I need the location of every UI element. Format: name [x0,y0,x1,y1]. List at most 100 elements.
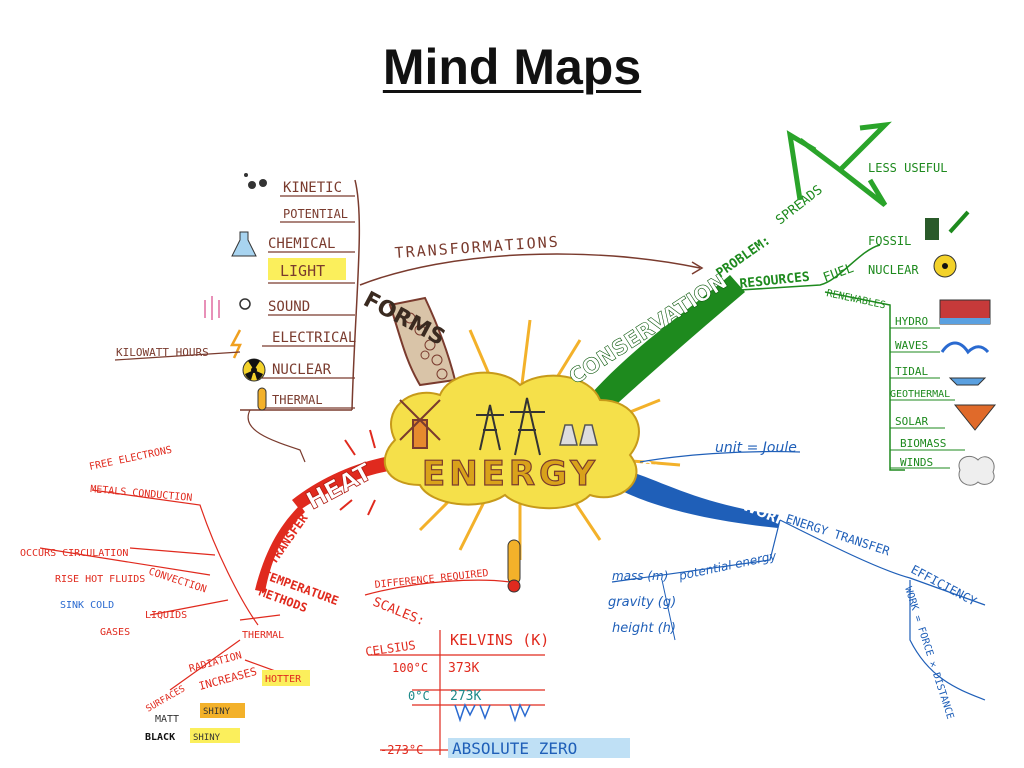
resources-label: RESOURCES [739,270,811,292]
difference-required-label: DIFFERENCE REQUIRED [374,568,489,591]
work-line [909,580,986,701]
slide-title: Mind Maps [382,39,642,95]
capacity-branch [620,470,780,528]
energy-label: ENERGY [422,454,599,494]
renewable-item-biomass: BIOMASS [900,437,946,450]
forms-item-lines [262,195,355,409]
gases-label: GASES [100,627,130,638]
heat-label: HEAT [302,458,377,516]
nuclear-icon [242,358,266,382]
shiny-label: SHINY [203,707,231,717]
black-label: BLACK [145,732,175,743]
fossil-label: FOSSIL [868,234,911,248]
pylon-icon [476,397,545,456]
power-station-icon [559,424,598,446]
forms-item-potential: POTENTIAL [283,207,348,221]
hotter-label: HOTTER [265,674,302,685]
thermal-label: THERMAL [242,630,284,641]
renewables-label: RENEWABLES [825,288,886,311]
resources-line [739,244,881,291]
forms-bracket [240,179,361,411]
matt-label: MATT [155,714,179,725]
renewable-item-geothermal: GEOTHERMAL [890,389,950,400]
mass-label: mass (m) [612,569,668,583]
forms-item-nuclear: NUCLEAR [272,362,332,378]
efficiency-label: EFFICIENCY [909,562,980,609]
geothermal-icon [953,404,997,431]
kilowatt-hours-label: KILOWATT HOURS [116,346,209,359]
mgh-bracket [661,579,676,641]
height-label: height (h) [612,621,676,636]
kilowatt-line [114,351,241,361]
fuel-label: FUEL [821,261,856,286]
renewable-item-hydro: HYDRO [895,315,928,328]
spreads-arrows [786,121,892,207]
thermometer-icon [507,539,521,593]
potential-line [611,519,781,583]
hotter-highlight [262,670,310,686]
thermal-thermometer-icon [257,387,267,411]
free-electrons-label: FREE ELECTRONS [88,445,173,473]
forms-item-sound: SOUND [268,299,310,315]
fossil-fuel-icon [925,210,970,240]
kelvins-label: KELVINS (K) [450,631,549,649]
gravity-label: gravity (g) [608,595,676,610]
heat-methods-tree [39,489,301,691]
forms-item-chemical: CHEMICAL [268,236,335,252]
forms-item-electrical: ELECTRICAL [272,330,356,346]
absolute-zero-highlight [448,738,630,758]
scales-axis [368,630,545,755]
scales-label: SCALES: [371,595,427,629]
windmill-icon [399,399,441,449]
surfaces-label: SURFACES [145,684,188,714]
forms-item-light: LIGHT [280,262,325,280]
difference-line [364,579,511,596]
waves-icon [940,341,990,355]
energy-cloud [383,371,640,510]
transformations-arrow [359,253,701,286]
nuclear-resource-label: NUCLEAR [868,263,919,277]
electrical-bolt-icon [229,329,242,359]
heat-sub-branch [255,505,305,592]
renewable-item-winds: WINDS [900,456,933,469]
tidal-boat-icon [948,377,987,386]
winds-cloud-icon [958,455,995,486]
renewable-item-solar: SOLAR [895,415,928,428]
liquids-label: LIQUIDS [145,610,187,621]
nuclear-resource-icon [933,254,957,278]
celsius-label: CELSIUS [364,638,416,659]
shiny-highlight-2 [190,728,240,743]
forms-item-thermal: THERMAL [272,393,323,407]
sink-cold-label: SINK COLD [60,600,114,611]
rise-hot-fluids-label: RISE HOT FLUIDS [55,574,145,585]
potential-energy-label: potential energy [677,548,779,583]
metals-conduction-label: METALS CONDUCTION [90,484,193,504]
forms-to-heat-arrow [247,409,306,463]
forms-item-kinetic: KINETIC [283,180,342,196]
energy-transfer-label: ENERGY TRANSFER [784,512,892,559]
sound-icon [204,296,251,320]
heat-branch [292,455,395,510]
occurs-circulation-label: OCCURS CIRCULATION [20,548,128,559]
celsius-100-label: 100°C [392,661,428,675]
celsius-minus-273-label: -273°C [380,743,423,757]
chemical-flask-icon [231,231,257,257]
kinetic-icon [244,173,267,189]
forms-branch-pattern [404,312,448,380]
icicles-icon [454,702,531,723]
light-highlight [268,258,346,280]
renewables-bracket [824,291,905,471]
renewable-item-tidal: TIDAL [895,365,928,378]
heat-rays [339,429,376,516]
renewable-item-waves: WAVES [895,339,928,352]
conservation-branch [590,275,745,410]
convection-label: CONVECTION [147,566,208,595]
unit-line [639,450,801,463]
forms-branch [388,296,457,387]
hydro-dam-icon [939,299,991,325]
unit-joule-label: unit = Joule [715,440,797,456]
kelvin-273-label: 273K [450,689,481,704]
renewable-lines [890,327,965,469]
transfer-line [779,519,986,606]
